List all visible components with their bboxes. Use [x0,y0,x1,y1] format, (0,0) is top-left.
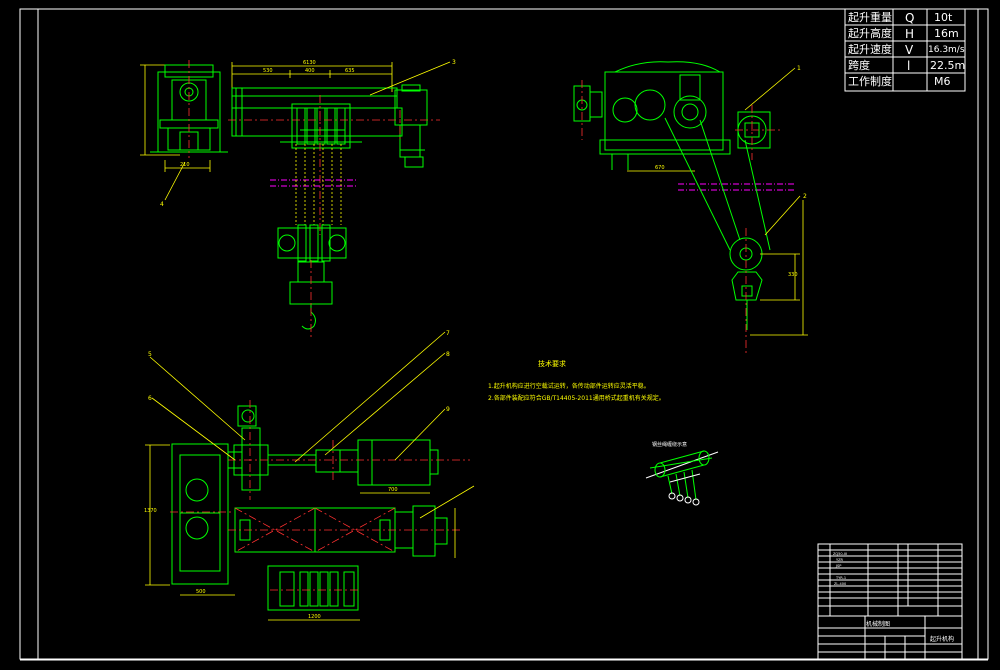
callout-3: 3 [452,59,456,66]
part-code-3: JSP [835,564,841,568]
notes-line-2: 2.各部件装配应符合GB/T14405-2011通用桥式起重机有关规定。 [488,394,665,402]
callout-7: 7 [446,330,450,337]
svg-text:700: 700 [388,487,398,493]
spec-label-speed: 起升速度 [848,42,892,56]
svg-text:1200: 1200 [308,614,321,620]
detail-label: 钢丝绳缠绕示意 [652,441,687,448]
part-code-2: YZR [836,558,844,562]
callout-8: 8 [446,351,450,358]
part-code-4: TYR-1 [835,576,846,580]
spec-value-speed: 16.3m/s [928,45,965,55]
svg-text:530: 530 [263,68,273,74]
technical-notes: 技术要求 1.起升机构应进行空载试运转，各传动部件运转应灵活平稳。 2.各部件装… [488,359,665,402]
rope-reeving-detail: 钢丝绳缠绕示意 [645,441,719,506]
svg-text:670: 670 [655,165,665,171]
part-code-5: ZL-400 [834,582,846,586]
spec-label-span: 跨度 [848,58,870,72]
plan-view-hoist: 1370 500 700 [144,330,475,621]
spec-value-weight: 10t [934,11,953,24]
spec-label-weight: 起升重量 [848,10,892,24]
svg-text:210: 210 [180,162,190,168]
callout-2: 2 [803,193,807,200]
svg-text:400: 400 [305,68,315,74]
spec-label-duty: 工作制度 [848,74,892,88]
svg-text:500: 500 [196,589,206,595]
svg-text:6130: 6130 [303,60,316,66]
part-code-1: ZQ50-III [833,552,847,556]
inner-frame [37,8,979,660]
notes-line-1: 1.起升机构应进行空载试运转，各传动部件运转应灵活平稳。 [488,382,650,390]
spec-table: 起升重量 Q 10t 起升高度 H 16m 起升速度 V 16.3m/s 跨度 … [844,8,966,92]
company-label: 机械制图 [866,620,890,628]
reducer-side-view: 210 4 [140,60,228,208]
svg-text:330: 330 [788,272,798,278]
side-view-hoist: 670 330 1 2 [573,61,808,355]
spec-symbol-height: H [905,27,914,41]
spec-label-height: 起升高度 [848,26,892,40]
spec-symbol-span: l [907,59,910,73]
spec-symbol-speed: V [905,43,914,57]
svg-text:635: 635 [345,68,355,74]
title-block: ZQ50-III YZR JSP TYR-1 ZL-400 机械制图 起升机构 [817,543,963,661]
spec-symbol-weight: Q [905,11,914,25]
callout-9: 9 [446,406,450,413]
callout-6: 6 [148,395,152,402]
spec-value-height: 16m [934,27,959,40]
spec-value-span: 22.5m [930,59,965,72]
notes-title: 技术要求 [538,359,566,368]
svg-text:1370: 1370 [144,508,157,514]
callout-5: 5 [148,351,152,358]
callout-4: 4 [160,201,164,208]
spec-value-duty: M6 [934,75,951,88]
drawing-name: 起升机构 [930,635,954,643]
front-view-hoist: 6130 530 400 635 [228,59,456,340]
callout-1: 1 [797,65,801,72]
